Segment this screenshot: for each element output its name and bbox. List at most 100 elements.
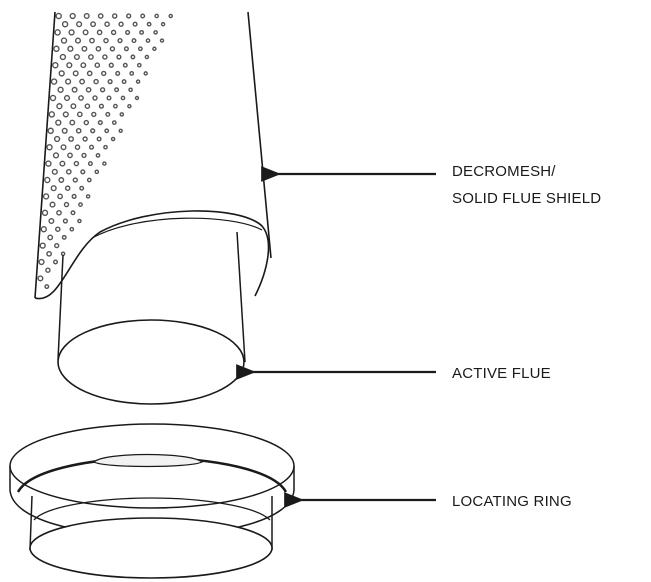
mesh-hole bbox=[49, 94, 57, 102]
mesh-hole bbox=[91, 111, 97, 118]
mesh-hole bbox=[87, 161, 93, 167]
mesh-hole bbox=[49, 201, 56, 208]
mesh-hole bbox=[39, 242, 46, 249]
mesh-hole bbox=[88, 144, 95, 150]
shield-right-edge bbox=[247, 11, 272, 259]
mesh-hole bbox=[60, 37, 68, 44]
ring-sleeve-left bbox=[29, 495, 33, 551]
mesh-hole bbox=[110, 136, 116, 142]
mesh-hole bbox=[55, 119, 62, 126]
mesh-hole bbox=[45, 160, 52, 167]
mesh-hole bbox=[47, 234, 54, 241]
mesh-hole bbox=[52, 152, 60, 159]
mesh-hole bbox=[137, 46, 143, 52]
mesh-hole bbox=[78, 202, 83, 207]
mesh-hole bbox=[120, 95, 126, 101]
mesh-hole bbox=[44, 176, 51, 184]
mesh-hole bbox=[85, 86, 92, 93]
mesh-hole bbox=[108, 62, 114, 68]
mesh-hole bbox=[63, 94, 71, 102]
mesh-hole bbox=[57, 193, 63, 200]
mesh-hole bbox=[139, 29, 145, 35]
shield-label: DECROMESH/ SOLID FLUE SHIELD bbox=[452, 158, 601, 212]
mesh-hole bbox=[67, 45, 74, 52]
mesh-hole bbox=[82, 29, 89, 36]
mesh-hole bbox=[128, 87, 133, 93]
shield-bottom-rim-back bbox=[91, 217, 263, 239]
mesh-hole bbox=[79, 185, 85, 191]
mesh-hole bbox=[79, 78, 86, 85]
mesh-hole bbox=[50, 78, 58, 85]
mesh-hole bbox=[57, 86, 64, 93]
mesh-hole bbox=[76, 21, 83, 28]
mesh-hole bbox=[52, 61, 59, 69]
mesh-hole bbox=[37, 275, 44, 282]
mesh-hole bbox=[118, 128, 123, 134]
mesh-hole bbox=[80, 169, 86, 175]
shield-label-line2: SOLID FLUE SHIELD bbox=[452, 190, 602, 207]
mesh-hole bbox=[59, 53, 67, 61]
mesh-hole bbox=[126, 13, 132, 19]
mesh-hole bbox=[159, 38, 165, 43]
mesh-hole bbox=[129, 71, 135, 76]
mesh-hole bbox=[168, 13, 173, 19]
mesh-hole bbox=[86, 70, 93, 77]
flue-shield bbox=[34, 11, 272, 300]
mesh-hole bbox=[97, 120, 103, 126]
mesh-hole bbox=[67, 152, 73, 159]
mesh-hole bbox=[117, 37, 123, 44]
shield-label-line1: DECROMESH/ bbox=[452, 163, 556, 180]
locating-ring-label: LOCATING RING bbox=[452, 493, 572, 510]
mesh-hole bbox=[55, 12, 62, 20]
mesh-hole bbox=[53, 259, 58, 265]
mesh-hole bbox=[78, 95, 84, 101]
mesh-hole bbox=[56, 103, 63, 110]
mesh-hole bbox=[90, 21, 97, 28]
locating-ring bbox=[9, 423, 295, 579]
mesh-hole bbox=[102, 54, 108, 60]
mesh-hole bbox=[112, 103, 118, 109]
mesh-hole bbox=[72, 177, 78, 183]
mesh-hole bbox=[60, 144, 67, 151]
mesh-hole bbox=[132, 21, 138, 27]
mesh-hole bbox=[109, 46, 116, 52]
active-flue-right-edge bbox=[236, 231, 246, 363]
mesh-hole bbox=[125, 29, 131, 35]
mesh-hole bbox=[115, 70, 121, 76]
active-flue-label: ACTIVE FLUE bbox=[452, 365, 551, 382]
mesh-hole bbox=[61, 21, 69, 28]
mesh-hole bbox=[81, 45, 88, 52]
mesh-hole bbox=[74, 37, 82, 44]
mesh-hole bbox=[66, 62, 73, 69]
mesh-hole bbox=[69, 226, 75, 232]
mesh-hole bbox=[55, 226, 61, 232]
mesh-hole bbox=[118, 21, 124, 27]
mesh-hole bbox=[103, 37, 109, 44]
mesh-hole bbox=[45, 267, 51, 273]
ring-sleeve-inner bbox=[33, 497, 271, 521]
mesh-hole bbox=[54, 242, 60, 249]
mesh-hole bbox=[83, 119, 90, 126]
mesh-hole bbox=[145, 38, 151, 43]
mesh-hole bbox=[65, 168, 72, 175]
mesh-hole bbox=[95, 45, 102, 52]
mesh-hole bbox=[144, 54, 150, 60]
mesh-hole bbox=[46, 250, 52, 257]
mesh-hole bbox=[140, 13, 146, 19]
mesh-hole bbox=[104, 21, 110, 28]
mesh-hole bbox=[62, 218, 69, 224]
mesh-hole bbox=[82, 136, 88, 142]
mesh-hole bbox=[51, 168, 58, 175]
mesh-hole bbox=[116, 54, 122, 60]
mesh-hole bbox=[46, 143, 53, 151]
mesh-hole bbox=[111, 120, 117, 125]
mesh-hole bbox=[62, 111, 69, 118]
mesh-hole bbox=[94, 62, 101, 68]
mesh-hole bbox=[81, 152, 87, 159]
ring-sleeve-bottom bbox=[29, 517, 273, 579]
mesh-hole bbox=[53, 135, 61, 143]
mesh-hole bbox=[58, 70, 65, 77]
mesh-hole bbox=[83, 12, 90, 20]
mesh-hole bbox=[69, 12, 76, 20]
ring-tab bbox=[93, 453, 204, 468]
